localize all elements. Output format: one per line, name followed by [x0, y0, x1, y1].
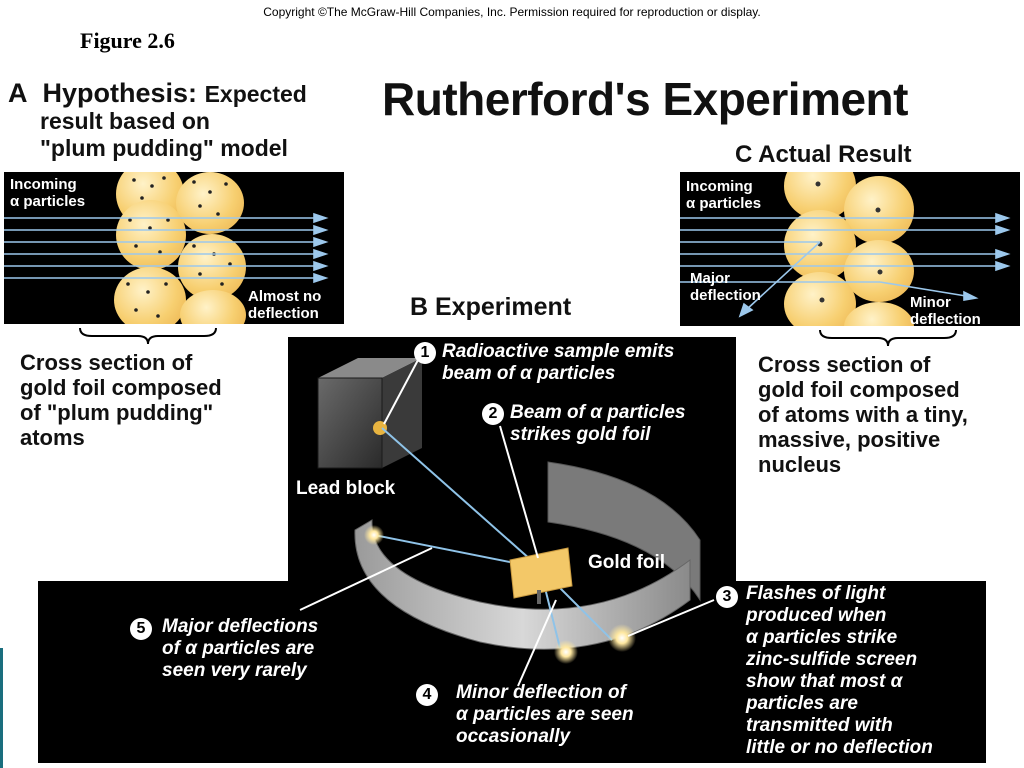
cross-c-line-1: Cross section of [758, 352, 931, 377]
pudding-atom [176, 172, 244, 234]
minor-deflection-label: Minor deflection [910, 294, 981, 326]
result-line-2: deflection [248, 305, 319, 322]
step-1-line-2: beam of α particles [442, 363, 616, 384]
incoming-line-1: Incoming [10, 176, 77, 193]
panel-c-cross-section-text: Cross section of gold foil composed of a… [758, 352, 968, 477]
result-line-1: Almost no [248, 288, 322, 305]
lead-block [317, 358, 422, 469]
pudding-atom [116, 200, 186, 270]
step-1: 1 Radioactive sample emits beam of α par… [414, 341, 674, 385]
step-5-line-2: of α particles are [162, 638, 315, 659]
step-3-line-6: particles are [746, 693, 858, 714]
major-line-2: deflection [690, 287, 761, 304]
step-4: 4 Minor deflection of α particles are se… [416, 682, 634, 748]
step-1-line-1: Radioactive sample emits [442, 341, 675, 362]
page-title: Rutherford's Experiment [382, 73, 908, 125]
panel-a-cross-section-text: Cross section of gold foil composed of "… [20, 350, 222, 450]
cross-c-line-3: of atoms with a tiny, [758, 402, 968, 427]
pudding-atom [178, 234, 246, 300]
pudding-atom [114, 267, 186, 324]
step-4-line-2: α particles are seen [456, 704, 634, 725]
cross-a-line-2: gold foil composed [20, 375, 222, 400]
panel-a-letter: A [8, 78, 28, 108]
incoming-line-2: α particles [10, 193, 86, 210]
step-2-line-2: strikes gold foil [510, 424, 651, 445]
step-2: 2 Beam of α particles strikes gold foil [482, 402, 685, 446]
minor-line-2: deflection [910, 311, 981, 326]
step-5: 5 Major deflections of α particles are s… [130, 616, 318, 682]
step-5-line-1: Major deflections [162, 616, 319, 637]
step-2-line-1: Beam of α particles [510, 402, 686, 423]
step-3-line-5: show that most α [746, 671, 903, 692]
gold-foil-sheet [509, 547, 573, 599]
panel-a-heading-bold: Hypothesis: [42, 78, 198, 108]
step-4-line-3: occasionally [456, 726, 571, 747]
incoming-alpha-label: Incoming α particles [10, 176, 85, 210]
cross-a-line-4: atoms [20, 425, 85, 450]
major-deflection-label: Major deflection [690, 270, 761, 304]
lead-block-label: Lead block [296, 478, 396, 499]
step-1-number: 1 [414, 342, 436, 364]
cross-c-line-4: massive, positive [758, 427, 941, 452]
step-5-line-3: seen very rarely [162, 660, 307, 681]
nucleus-drawing [680, 181, 1011, 318]
brace-c [819, 329, 957, 347]
step-2-number: 2 [482, 403, 504, 425]
almost-no-deflection-label: Almost no deflection [248, 288, 321, 322]
step-3-number: 3 [716, 586, 738, 608]
brace-a [79, 327, 217, 345]
cross-c-line-2: gold foil composed [758, 377, 960, 402]
screen-front [354, 519, 691, 650]
step-4-line-1: Minor deflection of [456, 682, 626, 703]
incoming-alpha-label-c: Incoming α particles [686, 178, 761, 212]
minor-line-1: Minor [910, 294, 951, 311]
panel-a-heading: A Hypothesis: Expected result based on "… [8, 80, 307, 162]
step-3-line-1: Flashes of light [746, 583, 886, 604]
step-3-line-7: transmitted with [746, 715, 893, 736]
actual-result-panel: Incoming α particles Major deflection Mi… [680, 172, 1020, 326]
screen-back [547, 461, 701, 602]
gold-foil-label: Gold foil [588, 552, 666, 573]
cross-a-line-1: Cross section of [20, 350, 193, 375]
step-3-line-3: α particles strike [746, 627, 898, 648]
panel-b-heading: B Experiment [410, 293, 572, 321]
cross-a-line-3: of "plum pudding" [20, 400, 214, 425]
incoming-c-line-2: α particles [686, 195, 762, 212]
slide-accent-bar [0, 648, 3, 768]
panel-a-heading-line-3: "plum pudding" model [40, 135, 288, 161]
step-3-line-4: zinc-sulfide screen [746, 649, 918, 670]
figure-label: Figure 2.6 [80, 28, 175, 53]
incoming-c-line-1: Incoming [686, 178, 753, 195]
major-line-1: Major [690, 270, 731, 287]
panel-a-heading-line-2: result based on [40, 108, 210, 134]
plum-pudding-panel: Incoming α particles Almost no deflectio… [4, 172, 344, 324]
step-3: 3 Flashes of light produced when α parti… [716, 583, 933, 759]
pudding-atom [180, 290, 246, 324]
step-3-line-2: produced when [746, 605, 887, 626]
plum-pudding-drawing [4, 176, 329, 318]
panel-c-heading: C Actual Result [735, 141, 912, 168]
step-3-line-8: little or no deflection [746, 737, 933, 758]
step-5-number: 5 [130, 618, 152, 640]
cross-c-line-5: nucleus [758, 452, 842, 477]
step-4-number: 4 [416, 684, 438, 706]
panel-a-heading-line-1: Expected [204, 81, 307, 107]
copyright-notice: Copyright ©The McGraw-Hill Companies, In… [263, 5, 761, 19]
